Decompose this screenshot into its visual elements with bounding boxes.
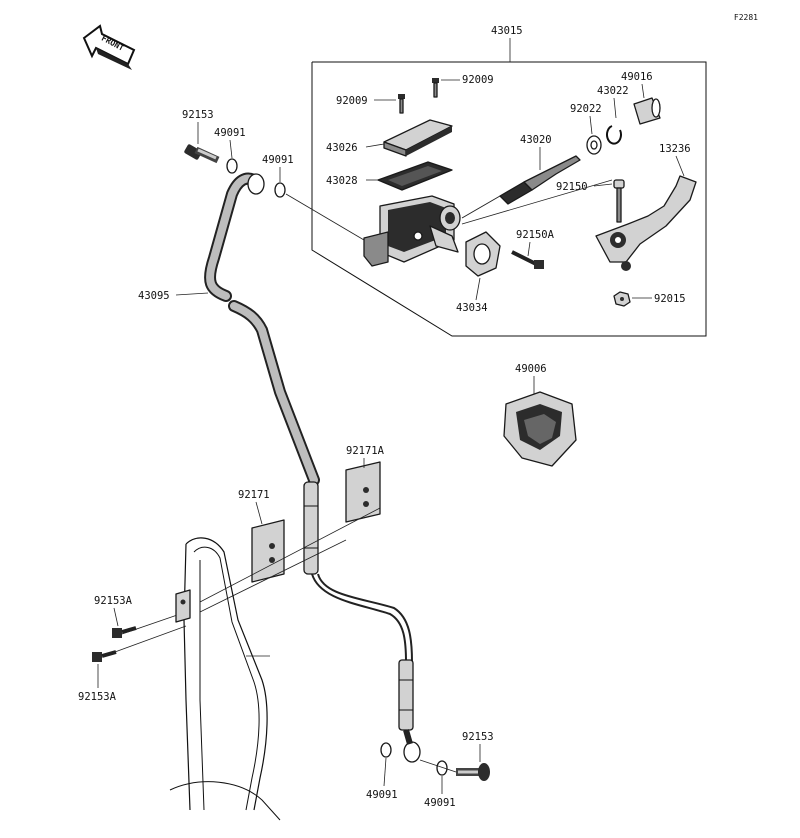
bolt-92153A-bottom — [92, 650, 117, 662]
label-43034: 43034 — [456, 302, 488, 314]
label-49091-top-b: 49091 — [262, 154, 294, 166]
assembly-box-43015 — [311, 61, 707, 337]
label-43020: 43020 — [520, 134, 552, 146]
label-43022: 43022 — [597, 85, 629, 97]
label-92015: 92015 — [654, 293, 686, 305]
switch-49006 — [503, 391, 577, 467]
label-92009-left: 92009 — [336, 95, 368, 107]
drawing-code: F2281 — [734, 13, 758, 22]
label-49006: 49006 — [515, 363, 547, 375]
diaphragm-43028 — [377, 161, 453, 191]
banjo-bolt-92153-top — [184, 144, 220, 164]
banjo-bolt-92153-bottom — [456, 763, 490, 781]
bolt-92153A-top — [112, 626, 137, 638]
front-arrow-icon: FRONT — [82, 24, 136, 70]
bracket-92171 — [251, 519, 285, 583]
label-49016: 49016 — [621, 71, 653, 83]
piston-kit-43020 — [461, 155, 581, 219]
label-92150A: 92150A — [516, 229, 555, 241]
label-92150: 92150 — [556, 181, 588, 193]
clamp-43034 — [465, 231, 501, 277]
screw-92009-right — [432, 78, 439, 98]
front-fork-outline — [169, 537, 281, 821]
label-43026: 43026 — [326, 142, 358, 154]
screw-92009-left — [398, 94, 405, 114]
label-92153-top: 92153 — [182, 109, 214, 121]
boot-49016 — [633, 97, 661, 125]
label-43095: 43095 — [138, 290, 170, 302]
master-cylinder-body — [363, 195, 461, 267]
washer-49091-bottom-a — [380, 742, 392, 758]
washer-49091-top-a — [226, 158, 238, 174]
label-49091-bottom-a: 49091 — [366, 789, 398, 801]
washer-49091-top-b — [274, 182, 286, 198]
bolt-92150A — [511, 250, 544, 269]
label-92171A: 92171A — [346, 445, 385, 457]
label-43015: 43015 — [491, 25, 523, 37]
label-13236: 13236 — [659, 143, 691, 155]
pivot-bolt-92150 — [613, 179, 625, 223]
label-49091-bottom-b: 49091 — [424, 797, 456, 809]
circlip-43022 — [606, 125, 622, 145]
label-92153A-top: 92153A — [94, 595, 133, 607]
washer-49091-bottom-b — [436, 760, 448, 776]
label-92009-right: 92009 — [462, 74, 494, 86]
reservoir-cap-43026 — [383, 119, 453, 157]
label-92153-bottom: 92153 — [462, 731, 494, 743]
label-92171: 92171 — [238, 489, 270, 501]
bracket-92171A — [345, 461, 381, 523]
label-49091-top-a: 49091 — [214, 127, 246, 139]
brake-hose-43095 — [204, 172, 421, 763]
label-92153A-bottom: 92153A — [78, 691, 117, 703]
label-43028: 43028 — [326, 175, 358, 187]
label-92022: 92022 — [570, 103, 602, 115]
lever-13236 — [595, 175, 697, 271]
